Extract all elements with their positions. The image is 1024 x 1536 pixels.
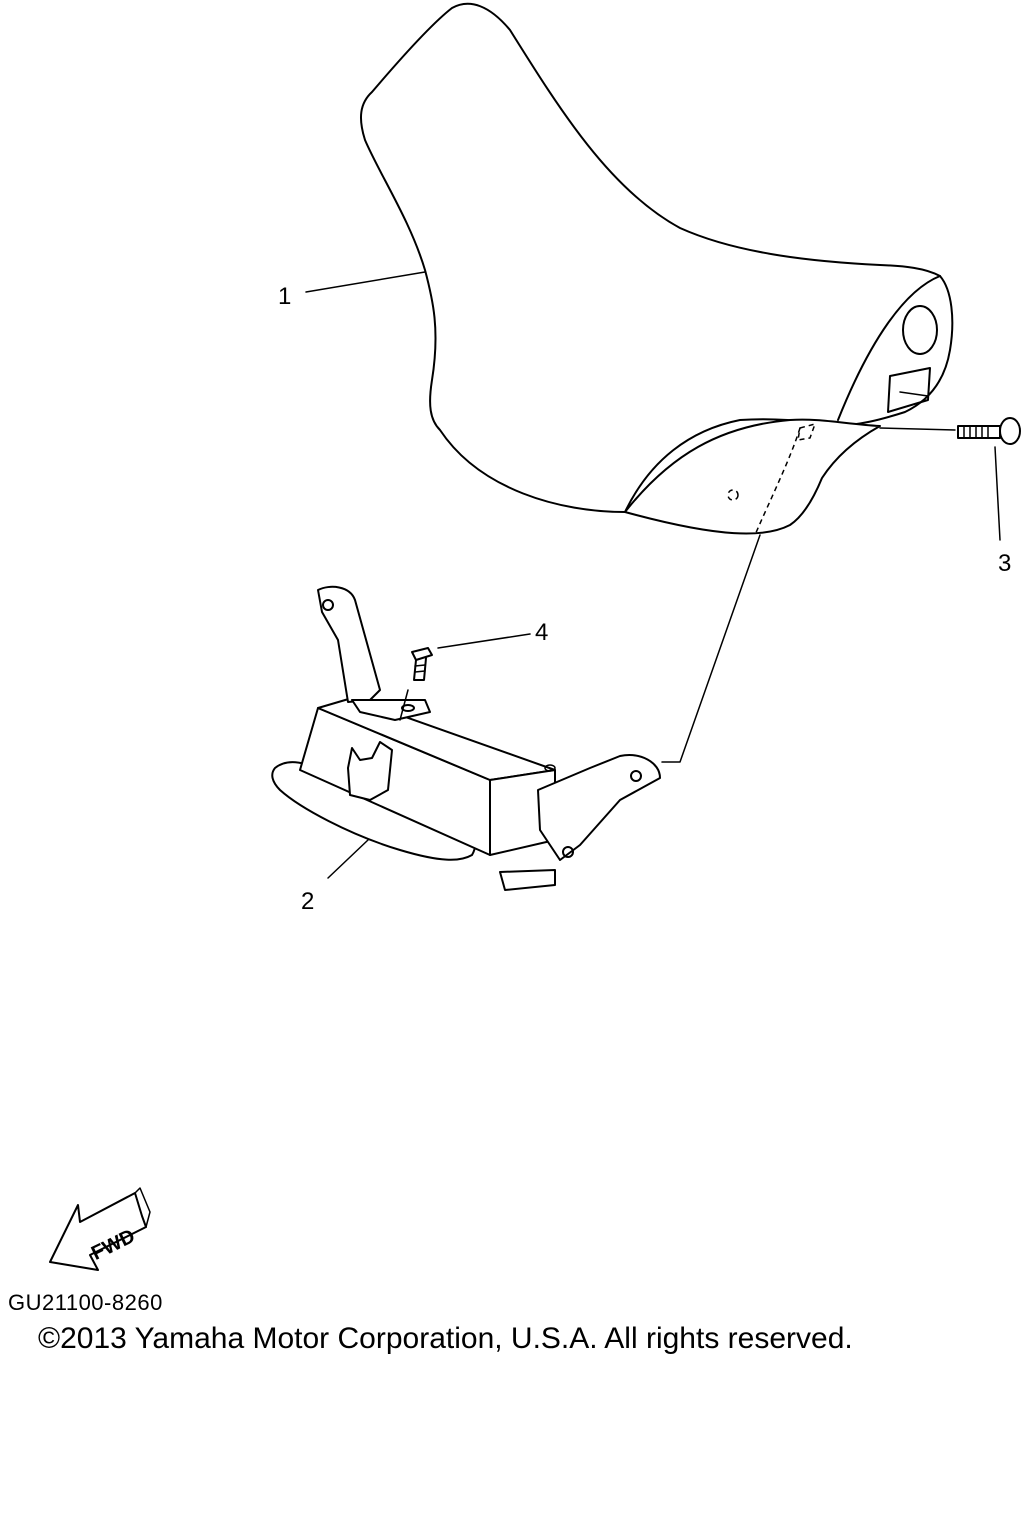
callout-3: 3 <box>998 550 1012 577</box>
copyright-notice: ©2013 Yamaha Motor Corporation, U.S.A. A… <box>38 1322 853 1355</box>
seat-part <box>359 2 954 536</box>
callout-2: 2 <box>301 888 315 915</box>
fwd-arrow-icon: FWD <box>49 1187 151 1271</box>
screw-part <box>411 647 433 681</box>
drawing-code: GU21100-8260 <box>8 1290 163 1315</box>
bracket-part <box>271 585 661 891</box>
leader-lines <box>305 271 1001 879</box>
callout-1: 1 <box>278 283 292 310</box>
callout-4: 4 <box>535 619 549 646</box>
bolt-part <box>879 417 1021 445</box>
